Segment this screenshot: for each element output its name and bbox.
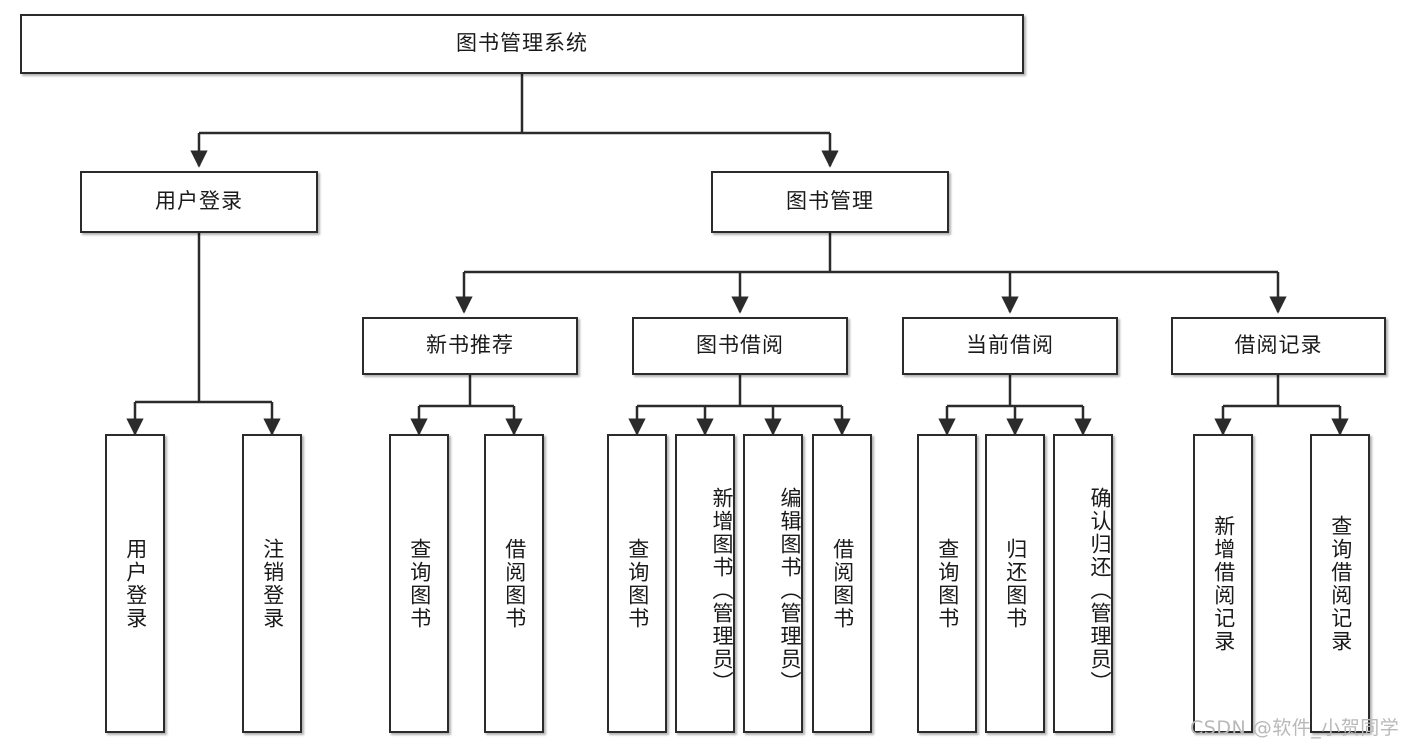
node-label: 图书管理系统 [456,31,588,56]
leaf-book-borrow-add-admin[interactable]: 新增图书（管理员） [675,434,735,733]
node-label: 注销登录 [260,537,285,630]
node-label: 借阅图书 [502,537,527,630]
leaf-current-borrow-return[interactable]: 归还图书 [985,434,1045,733]
node-label: 新书推荐 [426,333,514,358]
node-label: 确认归还（管理员） [1088,487,1112,694]
leaf-book-borrow-edit-admin[interactable]: 编辑图书（管理员） [743,434,803,733]
node-label: 图书管理 [786,189,874,214]
node-label: 归还图书 [1003,537,1028,630]
node-borrow-record[interactable]: 借阅记录 [1171,317,1386,375]
node-label: 编辑图书（管理员） [778,487,802,694]
node-user-login[interactable]: 用户登录 [80,171,318,233]
node-current-borrow[interactable]: 当前借阅 [902,317,1118,375]
leaf-new-book-borrow[interactable]: 借阅图书 [484,434,544,733]
node-label: 用户登录 [123,537,148,630]
node-label: 借阅记录 [1234,333,1323,358]
node-new-book-recommend[interactable]: 新书推荐 [362,317,578,375]
leaf-new-book-query[interactable]: 查询图书 [389,434,449,733]
node-label: 用户登录 [155,189,243,214]
node-label: 图书借阅 [696,333,784,358]
leaf-borrow-record-query[interactable]: 查询借阅记录 [1310,434,1370,733]
node-label: 新增借阅记录 [1211,514,1236,653]
leaf-book-borrow-borrow[interactable]: 借阅图书 [812,434,872,733]
leaf-user-login-login[interactable]: 用户登录 [105,434,165,733]
node-label: 查询借阅记录 [1328,514,1353,653]
csdn-watermark: CSDN @软件_小贺同学 [1190,717,1400,739]
leaf-user-login-logout[interactable]: 注销登录 [242,434,302,733]
node-book-management[interactable]: 图书管理 [711,171,949,233]
leaf-borrow-record-add[interactable]: 新增借阅记录 [1193,434,1253,733]
node-label: 新增图书（管理员） [710,487,734,694]
node-label: 当前借阅 [966,333,1054,358]
node-label: 借阅图书 [830,537,855,630]
node-book-borrow[interactable]: 图书借阅 [632,317,848,375]
node-label: 查询图书 [625,537,650,630]
leaf-book-borrow-query[interactable]: 查询图书 [607,434,667,733]
leaf-current-borrow-query[interactable]: 查询图书 [917,434,977,733]
node-label: 查询图书 [407,537,432,630]
leaf-current-borrow-confirm-admin[interactable]: 确认归还（管理员） [1053,434,1113,733]
node-label: 查询图书 [935,537,960,630]
node-root-book-management-system[interactable]: 图书管理系统 [20,14,1024,74]
